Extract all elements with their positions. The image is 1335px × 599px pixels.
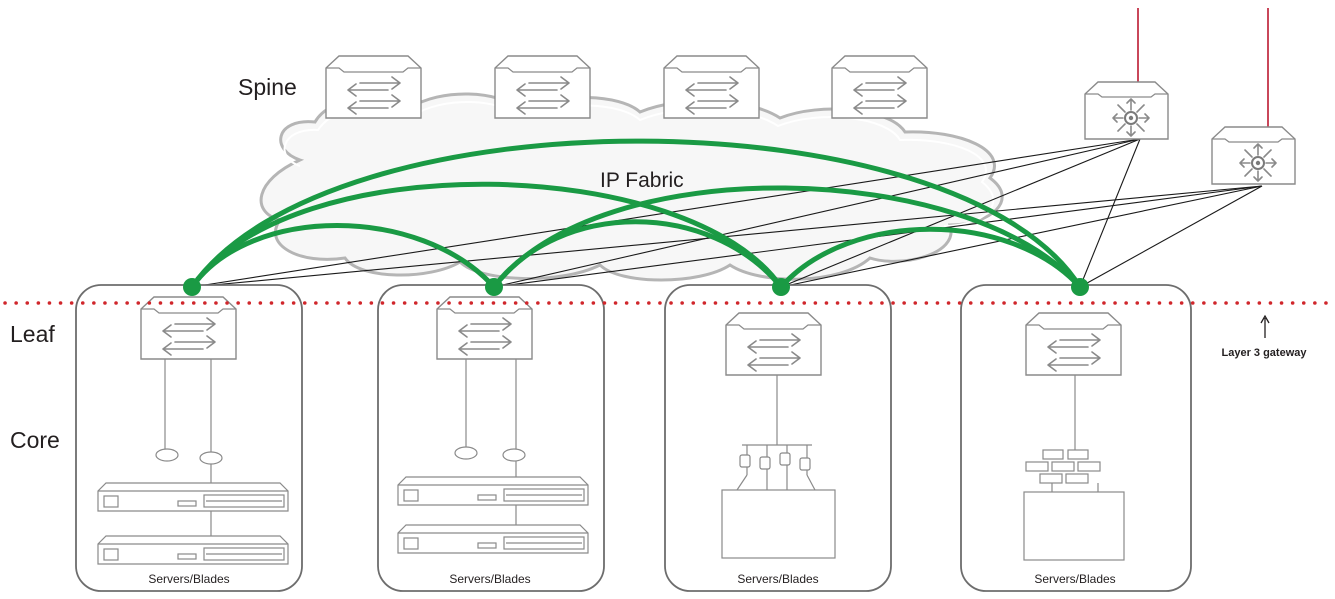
nic-icon — [502, 448, 526, 462]
ip-fabric-cloud — [259, 92, 1004, 282]
server-icon — [397, 524, 589, 554]
core-label: Core — [10, 427, 60, 453]
fabric-port-dot — [772, 278, 790, 296]
blade-enclosure-icon — [721, 444, 836, 559]
leaf-switch-1-icon — [140, 296, 237, 360]
spine-switch-4-icon — [831, 55, 928, 119]
nic-icon — [199, 451, 223, 465]
router-2-icon — [1211, 126, 1296, 185]
ip-fabric-label: IP Fabric — [600, 169, 684, 192]
gateway-label: Layer 3 gateway — [1222, 347, 1308, 359]
spine-switch-3-icon — [663, 55, 760, 119]
pod-1-label: Servers/Blades — [148, 572, 229, 586]
spine-switch-1-icon — [325, 55, 422, 119]
spine-switch-2-icon — [494, 55, 591, 119]
router-1-icon — [1084, 81, 1169, 140]
pod-1: Servers/Blades — [75, 284, 303, 592]
gateway-routers — [1084, 8, 1296, 185]
leaf-switch-2-icon — [436, 296, 533, 360]
pod-3-label: Servers/Blades — [737, 572, 818, 586]
leaf-switch-4-icon — [1025, 312, 1122, 376]
fabric-port-dot — [183, 278, 201, 296]
pod-2-label: Servers/Blades — [449, 572, 530, 586]
nic-icon — [454, 446, 478, 460]
fabric-port-dot — [1071, 278, 1089, 296]
leaf-label: Leaf — [10, 321, 55, 347]
pod-4-label: Servers/Blades — [1034, 572, 1115, 586]
nic-icon — [155, 448, 179, 462]
up-arrow-icon — [1260, 314, 1270, 338]
server-icon — [97, 482, 289, 512]
server-icon — [397, 476, 589, 506]
fabric-links — [189, 138, 1083, 290]
spine-label: Spine — [238, 74, 297, 100]
fabric-port-dot — [485, 278, 503, 296]
leaf-switch-3-icon — [725, 312, 822, 376]
firewall-icon — [1023, 449, 1125, 561]
pod-3: Servers/Blades — [664, 284, 892, 592]
gateway-annotation: Layer 3 gateway — [1222, 314, 1308, 359]
pod-4: Servers/Blades — [960, 284, 1192, 592]
fabric-ports — [183, 278, 1089, 296]
server-icon — [97, 535, 289, 565]
pod-2: Servers/Blades — [377, 284, 605, 592]
